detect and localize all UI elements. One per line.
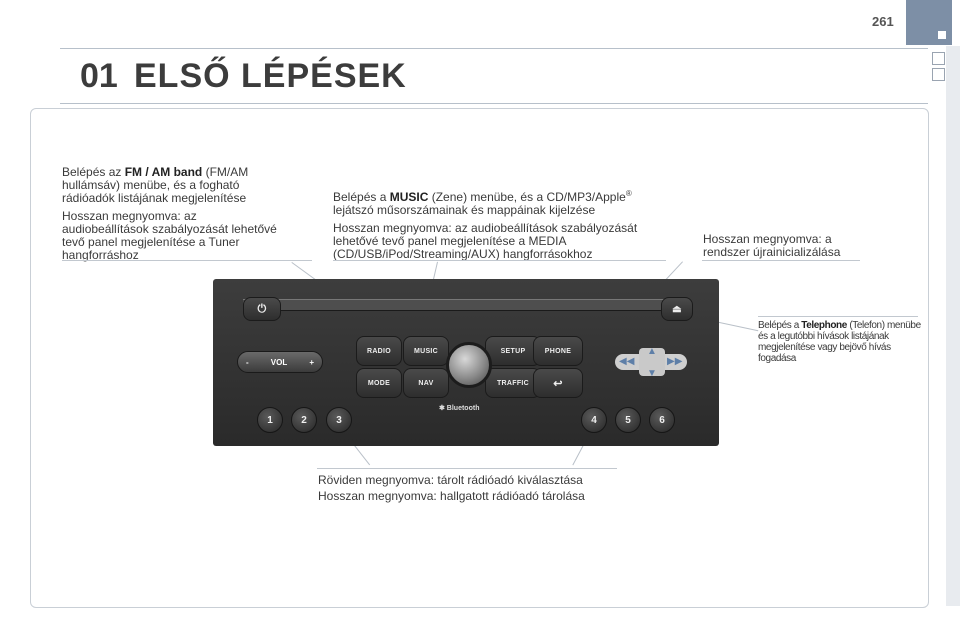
bluetooth-label: ✱ Bluetooth xyxy=(439,405,480,412)
phone-callout-rule xyxy=(758,316,918,317)
forward-icon[interactable]: ▶▶ xyxy=(667,356,683,367)
volume-knob[interactable] xyxy=(446,342,492,388)
power-button[interactable]: ⏻ xyxy=(243,297,281,321)
phone-button[interactable]: PHONE xyxy=(533,336,583,366)
arrow-down-icon[interactable]: ▼ xyxy=(647,368,657,379)
music-callout-rule xyxy=(333,260,666,261)
music-button[interactable]: MUSIC xyxy=(403,336,449,366)
mode-button[interactable]: MODE xyxy=(356,368,402,398)
eject-icon: ⏏ xyxy=(672,303,682,315)
content-frame xyxy=(30,108,929,608)
corner-marker xyxy=(906,0,952,45)
dpad-center xyxy=(639,348,665,376)
radio-unit: ⏻ ⏏ - VOL + RADIO MUSIC SETUP PHONE MODE… xyxy=(213,279,719,446)
preset-button-2[interactable]: 2 xyxy=(291,407,317,433)
back-button[interactable]: ↩ xyxy=(533,368,583,398)
preset-button-6[interactable]: 6 xyxy=(649,407,675,433)
reset-callout: Hosszan megnyomva: a rendszer újrainicia… xyxy=(703,232,841,259)
chapter-tab-box xyxy=(932,52,945,65)
radio-callout-rule xyxy=(62,260,312,261)
reset-callout-rule xyxy=(702,260,860,261)
chapter-number: 01 xyxy=(80,57,118,95)
eject-button[interactable]: ⏏ xyxy=(661,297,693,321)
volume-down-button[interactable]: - xyxy=(246,357,249,367)
phone-callout: Belépés a Telephone (Telefon) menübe és … xyxy=(758,320,921,364)
presets-callout: Röviden megnyomva: tárolt rádióadó kivál… xyxy=(318,472,638,504)
preset-button-1[interactable]: 1 xyxy=(257,407,283,433)
chapter-title: ELSŐ LÉPÉSEK xyxy=(134,57,407,95)
volume-control[interactable]: - VOL + xyxy=(237,351,323,373)
volume-up-button[interactable]: + xyxy=(309,357,314,367)
presets-long-press: Hosszan megnyomva: hallgatott rádióadó t… xyxy=(318,489,585,503)
presets-short-press: Röviden megnyomva: tárolt rádióadó kivál… xyxy=(318,473,583,487)
nav-button[interactable]: NAV xyxy=(403,368,449,398)
music-callout-long-press: Hosszan megnyomva: az audiobeállítások s… xyxy=(333,221,638,261)
back-icon: ↩ xyxy=(553,377,563,390)
page-number: 261 xyxy=(872,14,894,29)
side-bar xyxy=(946,46,960,606)
volume-label: VOL xyxy=(270,357,288,367)
preset-button-5[interactable]: 5 xyxy=(615,407,641,433)
radio-callout-long-press: Hosszan megnyomva: az audiobeállítások s… xyxy=(62,209,277,262)
navigation-pad[interactable]: ◀◀ ▶▶ ▲ ▼ xyxy=(615,344,687,380)
music-callout-text: Belépés a MUSIC (Zene) menübe, és a CD/M… xyxy=(333,189,632,217)
arrow-up-icon[interactable]: ▲ xyxy=(647,346,657,357)
presets-callout-rule xyxy=(317,468,617,469)
header-frame xyxy=(60,48,928,104)
rewind-icon[interactable]: ◀◀ xyxy=(619,356,635,367)
cd-slot xyxy=(243,299,685,311)
radio-button[interactable]: RADIO xyxy=(356,336,402,366)
radio-callout-text: Belépés az FM / AM band (FM/AM hullámsáv… xyxy=(62,165,249,205)
preset-button-4[interactable]: 4 xyxy=(581,407,607,433)
preset-button-3[interactable]: 3 xyxy=(326,407,352,433)
power-icon: ⏻ xyxy=(257,302,267,315)
music-callout: Belépés a MUSIC (Zene) menübe, és a CD/M… xyxy=(333,187,673,266)
chapter-tab-box xyxy=(932,68,945,81)
radio-callout: Belépés az FM / AM band (FM/AM hullámsáv… xyxy=(62,166,284,267)
